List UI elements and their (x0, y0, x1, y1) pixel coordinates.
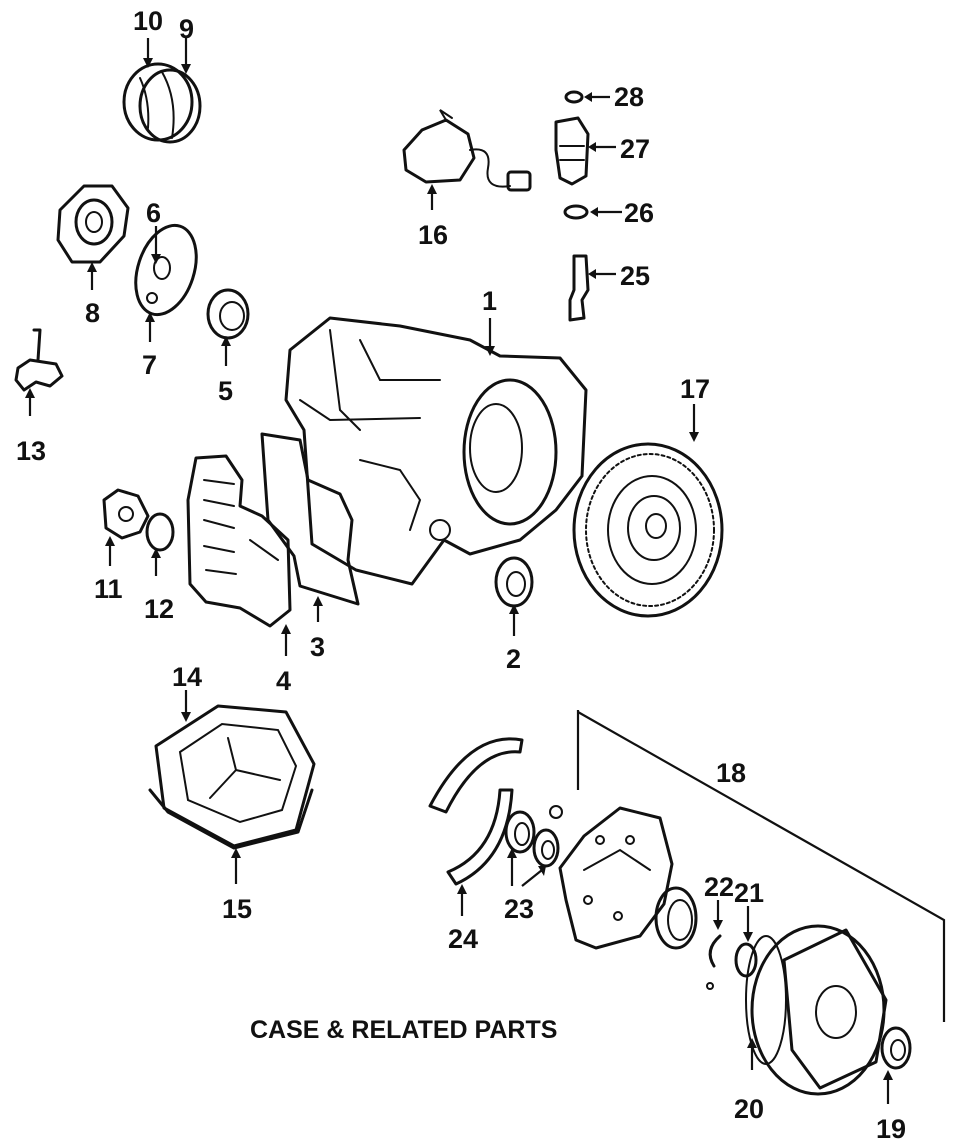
callout-5: 5 (218, 376, 233, 406)
callout-11: 11 (94, 574, 123, 604)
gasket-part (260, 432, 360, 606)
callout-17: 17 (680, 374, 710, 404)
callout-13: 13 (16, 436, 46, 466)
arc-gasket-part (428, 737, 524, 886)
sensor-pin-part (568, 254, 590, 322)
valve-body-part (186, 454, 292, 628)
filter-seal-part (145, 512, 175, 552)
callout-7: 7 (142, 350, 157, 380)
pump-body-part (745, 924, 888, 1096)
callout-9: 9 (179, 14, 194, 44)
o-ring-part (563, 204, 589, 220)
seal-ring-part (122, 62, 202, 144)
torque-converter-part (572, 442, 724, 618)
shaft-seal-part (206, 288, 250, 340)
callout-24: 24 (448, 924, 478, 954)
callout-18: 18 (716, 758, 746, 788)
callout-10: 10 (133, 6, 163, 36)
callout-19: 19 (876, 1114, 906, 1144)
diagram-caption: CASE & RELATED PARTS (250, 1016, 557, 1044)
callout-6: 6 (146, 198, 161, 228)
axle-seal-part (494, 556, 534, 608)
o-ring-small-part (564, 90, 584, 104)
disc-part (134, 223, 198, 317)
callout-15: 15 (222, 894, 252, 924)
callout-16: 16 (418, 220, 448, 250)
callout-3: 3 (310, 632, 325, 662)
callout-21: 21 (734, 878, 764, 908)
pump-seal-part (880, 1026, 912, 1070)
filter-part (102, 488, 150, 540)
callout-12: 12 (144, 594, 174, 624)
callout-14: 14 (172, 662, 202, 692)
callout-2: 2 (506, 644, 521, 674)
callout-8: 8 (85, 298, 100, 328)
callout-26: 26 (624, 198, 654, 228)
callout-4: 4 (276, 666, 291, 696)
callout-28: 28 (614, 82, 644, 112)
cover-plate-part (56, 184, 130, 264)
solenoid-part (554, 116, 590, 186)
transmission-case-part (284, 316, 588, 586)
lever-part (14, 328, 64, 392)
callout-1: 1 (482, 286, 497, 316)
pump-seals-part (504, 805, 563, 868)
sensor-harness-part (402, 109, 532, 192)
snap-ring-part (706, 934, 722, 990)
callout-23: 23 (504, 894, 534, 924)
oil-pan-part (148, 704, 316, 850)
pump-gear-part (734, 942, 758, 978)
callout-27: 27 (620, 134, 650, 164)
bearing-part (654, 886, 698, 950)
callout-20: 20 (734, 1094, 764, 1124)
callout-22: 22 (704, 872, 734, 902)
group-bracket-18 (576, 710, 946, 1022)
callout-25: 25 (620, 261, 650, 291)
pump-plate-part (558, 806, 674, 950)
